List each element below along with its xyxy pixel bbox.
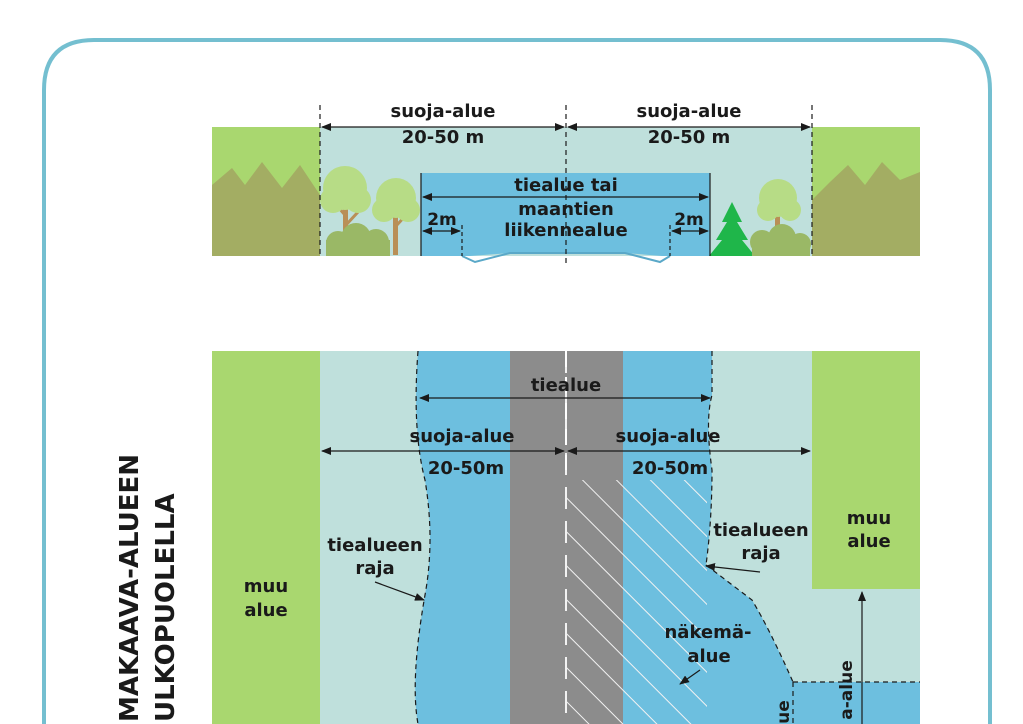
label-road-area-2: maantien — [518, 199, 614, 220]
spruce-icon — [709, 202, 755, 256]
label-sight-2: alue — [687, 646, 730, 667]
label-sight-1: näkemä- — [664, 622, 751, 643]
pointer-arrow — [679, 669, 701, 685]
pointer-arrow — [374, 581, 425, 601]
vertical-title-line1: MAKAAVA-ALUEEN — [115, 454, 145, 722]
label-boundary-left-2: raja — [355, 558, 394, 579]
label-plan-suoja-left: suoja-alue — [409, 426, 514, 447]
label-margin-right: 2m — [674, 210, 704, 230]
label-other-left-2: alue — [244, 600, 287, 621]
label-boundary-left-1: tiealueen — [327, 535, 422, 556]
label-suoja-right: suoja-alue — [636, 101, 741, 122]
deciduous-tree-icon — [372, 178, 420, 255]
label-other-left-1: muu — [244, 576, 288, 597]
mountains-right-icon — [812, 162, 920, 256]
label-boundary-right-2: raja — [741, 543, 780, 564]
pointer-arrow — [705, 563, 761, 573]
label-suoja-left-width: 20-50 m — [402, 127, 485, 148]
carriageway-profile — [461, 252, 671, 264]
label-road-area-3: liikennealue — [504, 220, 627, 241]
label-road-area-1: tiealue tai — [514, 175, 618, 196]
cross-section: suoja-alue 20-50 m suoja-alue 20-50 m ti… — [212, 101, 920, 265]
label-plan-suoja-right-width: 20-50m — [632, 458, 708, 479]
label-boundary-right-1: tiealueen — [713, 520, 808, 541]
side-road-band — [793, 682, 920, 724]
deciduous-tree-icon — [320, 166, 371, 254]
sight-area-hatch — [567, 480, 707, 724]
label-suoja-left: suoja-alue — [390, 101, 495, 122]
mountains-left-icon — [212, 162, 320, 256]
bush-icon — [326, 223, 390, 256]
label-plan-suoja-right: suoja-alue — [615, 426, 720, 447]
label-vertical-small-1: ue — [774, 700, 794, 724]
label-other-right-2: alue — [847, 531, 890, 552]
bush-icon — [750, 224, 811, 256]
plan-view: tiealue suoja-alue 20-50m suoja-alue 20-… — [115, 350, 920, 724]
road-boundary-right — [705, 351, 713, 566]
label-vertical-small-2: a-alue — [837, 660, 857, 719]
frame-border — [42, 38, 992, 724]
other-area-right — [812, 351, 920, 589]
label-plan-road-area: tiealue — [531, 375, 601, 396]
label-suoja-right-width: 20-50 m — [648, 127, 731, 148]
label-plan-suoja-left-width: 20-50m — [428, 458, 504, 479]
label-margin-left: 2m — [427, 210, 457, 230]
label-other-right-1: muu — [847, 508, 891, 529]
sight-area-boundary — [705, 564, 794, 683]
vertical-title-line2: ULKOPUOLELLA — [151, 493, 181, 722]
other-area-left — [212, 351, 320, 724]
